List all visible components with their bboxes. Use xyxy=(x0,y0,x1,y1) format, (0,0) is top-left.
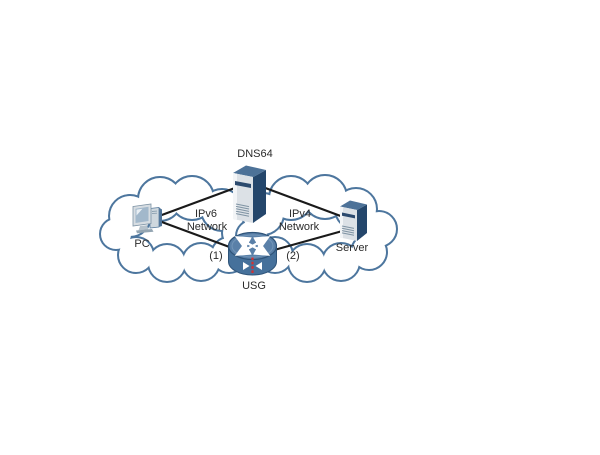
pc-label: PC xyxy=(134,238,149,250)
ipv6-network-label-line2: Network xyxy=(187,221,228,233)
dns64-server-icon xyxy=(233,166,266,224)
pc-cpu-tower-side xyxy=(159,208,162,228)
usg-label: USG xyxy=(242,280,266,292)
tower-side-face xyxy=(253,170,266,223)
usg-firewall-icon xyxy=(229,233,277,276)
link2-label: (2) xyxy=(286,250,299,262)
dns64-label: DNS64 xyxy=(237,148,272,160)
ipv6-network-label-line1: IPv6 xyxy=(195,208,217,220)
link1-label: (1) xyxy=(209,250,222,262)
ipv4-network-label-line2: Network xyxy=(279,221,320,233)
server-icon xyxy=(340,201,367,242)
tower-front-highlight xyxy=(233,173,237,220)
ipv4-network-label-line1: IPv4 xyxy=(289,208,311,220)
server-label: Server xyxy=(336,242,369,254)
